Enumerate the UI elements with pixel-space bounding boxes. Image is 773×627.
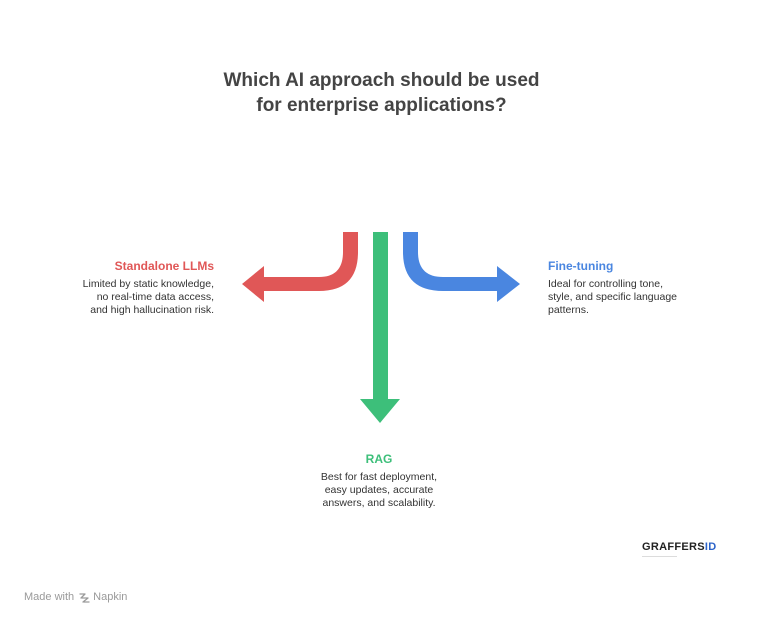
description-line: easy updates, accurate	[324, 484, 434, 496]
description-line: patterns.	[548, 304, 589, 316]
option-fine-tuning: Fine-tuning Ideal for controlling tone, …	[548, 258, 748, 317]
logo-brand-accent: ID	[704, 541, 717, 553]
description-line: style, and specific language	[548, 291, 677, 303]
logo-brand-main: GRAFFERS	[642, 541, 705, 553]
made-with-label: Made with	[24, 591, 75, 603]
logo-tagline: ——————————	[642, 554, 677, 558]
logo-wordmark: GRAFFERSID	[642, 540, 720, 554]
description-line: no real-time data access,	[96, 291, 214, 303]
option-description: Best for fast deployment, easy updates, …	[279, 471, 479, 510]
diagram-title: Which AI approach should be used for ent…	[0, 68, 763, 118]
arrow-standalone-llms	[242, 232, 358, 302]
graffersid-logo: GRAFFERSID ——————————	[642, 540, 720, 562]
arrow-rag	[360, 232, 400, 423]
option-heading: RAG	[365, 452, 393, 466]
title-line-1: Which AI approach should be used	[223, 70, 540, 91]
arrow-fine-tuning	[403, 232, 520, 302]
description-line: and high hallucination risk.	[90, 304, 214, 316]
description-line: Ideal for controlling tone,	[548, 278, 663, 290]
option-description: Ideal for controlling tone, style, and s…	[548, 278, 748, 317]
option-heading: Fine-tuning	[548, 259, 614, 273]
description-line: Limited by static knowledge,	[82, 278, 214, 290]
option-rag: RAG Best for fast deployment, easy updat…	[279, 451, 479, 510]
made-with-napkin-badge[interactable]: Made with Napkin	[24, 591, 127, 603]
description-line: Best for fast deployment,	[320, 471, 438, 483]
napkin-icon	[79, 592, 90, 603]
description-line: answers, and scalability.	[322, 497, 436, 509]
option-heading: Standalone LLMs	[114, 259, 214, 273]
option-standalone-llms: Standalone LLMs Limited by static knowle…	[14, 258, 214, 317]
napkin-label: Napkin	[93, 591, 128, 603]
option-description: Limited by static knowledge, no real-tim…	[14, 278, 214, 317]
title-line-2: for enterprise applications?	[256, 95, 507, 116]
